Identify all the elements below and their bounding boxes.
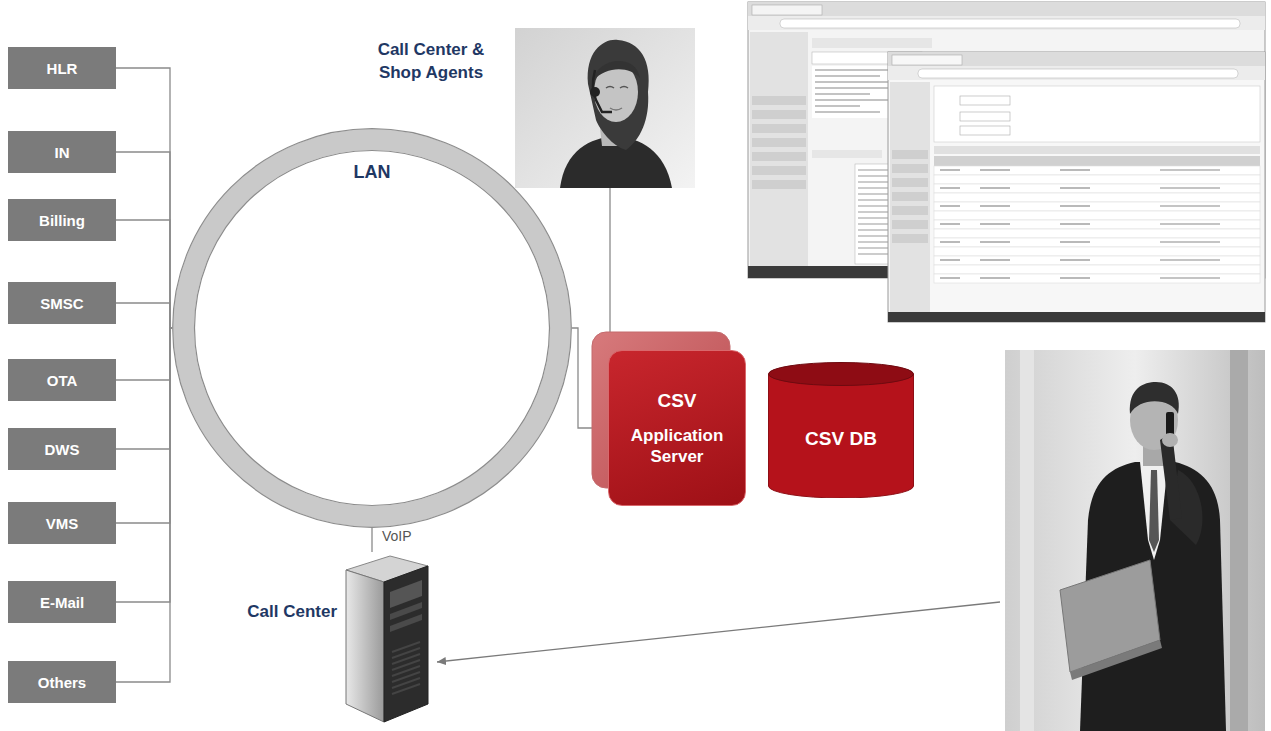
system-box: OTA: [8, 359, 116, 401]
box-label: VMS: [46, 515, 79, 532]
connector-line: [116, 152, 172, 328]
system-box: E-Mail: [8, 581, 116, 623]
screenshot-window: [888, 52, 1265, 322]
connector-line: [116, 220, 172, 328]
box-label: E-Mail: [40, 594, 84, 611]
connector-line: [116, 68, 172, 328]
screenshot-window: [748, 2, 1265, 278]
system-box: DWS: [8, 428, 116, 470]
box-label: Others: [38, 674, 86, 691]
customer-photo: [1005, 350, 1265, 731]
leader-line: [609, 186, 610, 334]
connector-line: [371, 528, 372, 552]
ring-shape: [172, 128, 572, 528]
connector-line: [116, 328, 172, 602]
system-box: Others: [8, 661, 116, 703]
box-label: IN: [55, 144, 70, 161]
connector-line: [116, 303, 172, 328]
call-center-server: Call Center: [240, 552, 435, 724]
system-box: HLR: [8, 47, 116, 89]
connector-label: VoIP: [380, 528, 414, 544]
box-label: DWS: [45, 441, 80, 458]
call-arrow: [437, 602, 1000, 662]
application-server-box: CSV Application Server: [608, 350, 746, 506]
server-caption: Call Center: [247, 602, 337, 622]
connector-line: [116, 328, 172, 682]
server-tower-icon: [340, 552, 432, 724]
connector-line: [116, 328, 172, 523]
group-title: Call Center & Shop Agents: [365, 38, 497, 84]
box-label: HLR: [47, 60, 78, 77]
lan-ring: LAN: [172, 128, 572, 528]
network-label: LAN: [172, 162, 572, 183]
database-label: CSV DB: [805, 428, 877, 450]
connector-line: [116, 328, 172, 380]
box-label: SMSC: [40, 295, 83, 312]
agent-photo: [515, 28, 695, 188]
system-box: Billing: [8, 199, 116, 241]
server-subtitle: Application Server: [621, 425, 733, 467]
box-label: OTA: [47, 372, 78, 389]
database-cylinder: CSV DB: [768, 362, 914, 498]
system-box: IN: [8, 131, 116, 173]
box-label: Billing: [39, 212, 85, 229]
system-box: VMS: [8, 502, 116, 544]
server-title: CSV: [657, 390, 696, 411]
connector-line: [116, 328, 172, 449]
system-box: SMSC: [8, 282, 116, 324]
